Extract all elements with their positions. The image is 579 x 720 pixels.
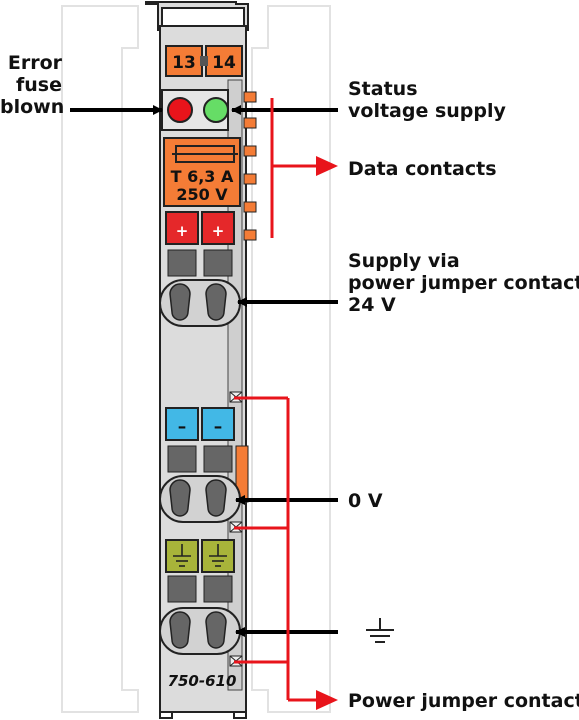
minus-terminal-block: – – xyxy=(165,407,235,441)
minus-symbol-left: – xyxy=(178,417,187,437)
power-jumper-bracket xyxy=(234,396,318,702)
terminal-number-block: 13 14 xyxy=(165,45,243,77)
supply-via-jumper-label: Supply via power jumper contacts 24 V xyxy=(348,250,579,316)
terminal-13-label: 13 xyxy=(172,53,196,73)
minus-symbol-right: – xyxy=(214,417,223,437)
status-led xyxy=(203,97,229,123)
zero-volt-label: 0 V xyxy=(348,490,383,512)
power-jumper-contacts-label: Power jumper contacts xyxy=(348,690,579,712)
clamp-group-ground xyxy=(159,575,241,655)
led-panel xyxy=(161,89,229,131)
error-fuse-blown-label: Error fuse blown xyxy=(0,52,65,118)
error-led xyxy=(167,97,193,123)
fuse-rating-label: T 6,3 A xyxy=(171,167,234,186)
fuse-holder: T 6,3 A 250 V xyxy=(163,137,241,207)
plus-symbol-left: + xyxy=(176,222,189,240)
ground-terminal-block xyxy=(165,539,235,573)
background-rail-outline xyxy=(61,5,331,713)
clamp-group-supply xyxy=(159,249,241,327)
ground-symbol-icon xyxy=(173,544,191,567)
data-contacts-bracket xyxy=(270,98,338,238)
data-contact-pads xyxy=(243,91,257,241)
fuse-voltage-label: 250 V xyxy=(176,185,228,204)
clamp-group-zero-volt xyxy=(159,445,241,523)
status-voltage-supply-label: Status voltage supply xyxy=(348,78,506,122)
ground-symbol-icon xyxy=(366,618,394,643)
terminal-14-label: 14 xyxy=(212,53,236,73)
plus-terminal-block: + + xyxy=(165,211,235,245)
part-number-label: 750-610 xyxy=(168,672,237,690)
plus-symbol-right: + xyxy=(212,222,225,240)
ground-symbol-icon xyxy=(209,544,227,567)
data-contacts-label: Data contacts xyxy=(348,158,497,180)
power-jumper-arrowhead xyxy=(316,690,338,710)
